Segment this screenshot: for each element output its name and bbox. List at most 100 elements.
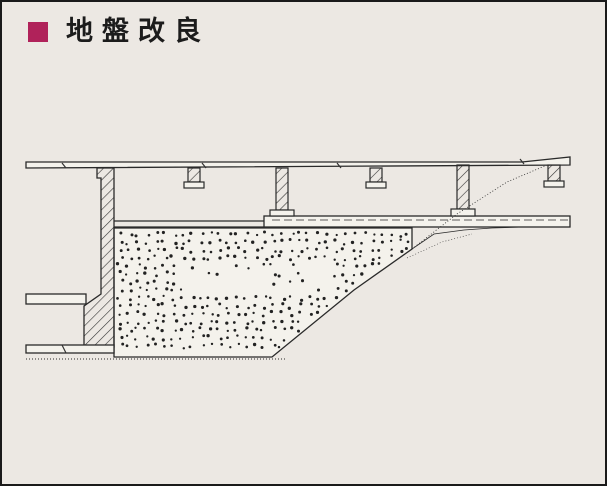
soil-dot	[308, 295, 312, 299]
soil-dot	[160, 302, 164, 306]
retaining-wall	[25, 167, 115, 354]
soil-dot	[161, 263, 164, 267]
soil-dot	[251, 320, 254, 323]
soil-dot	[147, 321, 150, 325]
soil-dot	[272, 320, 275, 323]
soil-dot	[182, 242, 185, 246]
soil-dot	[359, 250, 363, 253]
column-stub-2	[365, 167, 387, 189]
soil-dot	[142, 312, 146, 316]
soil-dot	[209, 250, 213, 254]
soil-dot	[269, 263, 272, 266]
soil-dot	[162, 314, 166, 318]
soil-dot	[253, 303, 257, 307]
soil-dot	[280, 319, 284, 324]
soil-dot	[252, 311, 255, 315]
soil-dot	[121, 278, 125, 282]
soil-dot	[259, 328, 263, 332]
soil-dot	[134, 240, 139, 244]
soil-dot	[162, 294, 165, 298]
soil-dot	[340, 247, 344, 251]
soil-dot	[115, 262, 120, 266]
soil-dot	[325, 232, 329, 236]
soil-dot	[216, 313, 220, 317]
soil-dot	[246, 231, 250, 235]
soil-dot	[156, 326, 160, 330]
soil-dot	[315, 310, 320, 315]
soil-dot	[255, 327, 259, 331]
soil-dot	[139, 286, 142, 289]
soil-dot	[137, 256, 141, 260]
soil-dot	[179, 288, 183, 291]
soil-dot	[290, 326, 294, 330]
soil-dot	[206, 296, 210, 300]
soil-dot	[274, 250, 277, 253]
soil-dot	[129, 303, 132, 307]
soil-dot	[187, 239, 191, 243]
soil-dot	[244, 239, 247, 242]
soil-dot	[404, 247, 408, 250]
soil-dot	[353, 257, 357, 261]
soil-dot	[165, 287, 169, 291]
soil-dot	[235, 305, 239, 309]
soil-dot	[134, 338, 137, 341]
soil-dot	[143, 271, 147, 275]
soil-dot	[172, 264, 176, 268]
soil-dot	[343, 232, 347, 236]
soil-dot	[292, 263, 295, 266]
soil-dot	[120, 289, 124, 293]
soil-dot	[136, 272, 139, 275]
soil-dot	[161, 319, 165, 323]
soil-dot	[193, 304, 197, 309]
soil-dot	[165, 256, 169, 260]
soil-dot	[283, 327, 287, 331]
soil-dot	[262, 321, 266, 325]
soil-dot	[351, 281, 355, 285]
soil-dot	[162, 247, 167, 252]
soil-dot	[215, 320, 219, 324]
soil-dot	[254, 295, 258, 298]
soil-dot	[323, 255, 326, 258]
soil-dot	[290, 313, 294, 318]
soil-dot	[333, 238, 337, 242]
soil-dot	[191, 312, 194, 315]
soil-dot	[244, 256, 247, 259]
soil-dot	[161, 338, 165, 342]
soil-dot	[147, 295, 150, 298]
soil-dot	[160, 239, 164, 243]
soil-dot	[377, 262, 381, 265]
soil-dot	[206, 334, 210, 338]
soil-dot	[137, 295, 141, 298]
soil-dot	[174, 319, 179, 323]
soil-dot	[225, 307, 228, 310]
soil-dot	[143, 326, 146, 330]
soil-dot	[272, 282, 276, 286]
soil-dot	[288, 280, 292, 283]
soil-dot	[261, 314, 265, 318]
soil-dot	[151, 337, 155, 341]
soil-dot	[172, 272, 175, 275]
soil-dot	[199, 322, 203, 326]
soil-dot	[279, 232, 283, 235]
soil-dot	[207, 271, 211, 275]
soil-dot	[233, 232, 238, 236]
soil-dot	[256, 256, 259, 260]
soil-dot	[234, 264, 238, 268]
soil-dot	[343, 258, 347, 262]
soil-dot	[290, 249, 294, 253]
soil-dot	[155, 287, 158, 290]
soil-dot	[282, 339, 286, 342]
soil-dot	[373, 233, 376, 236]
soil-stipple	[115, 230, 410, 350]
soil-dot	[119, 249, 123, 253]
soil-dot	[180, 246, 184, 251]
soil-dot	[358, 254, 362, 258]
soil-dot	[136, 310, 140, 314]
soil-dot	[271, 303, 274, 306]
slab-on-grade	[114, 215, 571, 228]
soil-dot	[244, 336, 247, 339]
soil-dot	[202, 334, 206, 338]
soil-dot	[178, 337, 182, 340]
soil-dot	[282, 297, 287, 302]
column-stub-1	[183, 167, 205, 189]
